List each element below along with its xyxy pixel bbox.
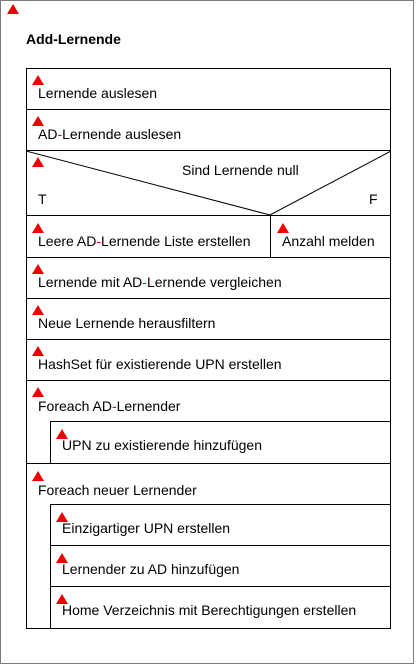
decision-false-label: F bbox=[369, 191, 378, 207]
warning-marker-icon bbox=[32, 471, 44, 481]
warning-marker-icon bbox=[277, 223, 289, 233]
warning-marker-icon bbox=[56, 429, 68, 439]
loop-body-step: UPN zu existierende hinzufügen bbox=[50, 421, 391, 464]
loop-body-step: Einzigartiger UPN erstellen bbox=[50, 504, 391, 546]
step-ad-lernende-auslesen: AD-Lernende auslesen bbox=[26, 109, 391, 151]
warning-marker-icon bbox=[32, 157, 44, 167]
branch-false-label: Anzahl melden bbox=[282, 233, 375, 249]
step-herausfiltern: Neue Lernende herausfiltern bbox=[26, 298, 391, 340]
branch-true: Leere AD-Lernende Liste erstellen bbox=[26, 215, 271, 258]
branch-false: Anzahl melden bbox=[270, 215, 391, 258]
step-label: AD-Lernende auslesen bbox=[38, 126, 182, 142]
warning-marker-icon bbox=[7, 4, 19, 14]
loop-label: Foreach neuer Lernender bbox=[38, 482, 197, 498]
step-lernende-auslesen: Lernende auslesen bbox=[26, 68, 391, 110]
warning-marker-icon bbox=[56, 512, 68, 522]
step-label: Lernende mit AD-Lernende vergleichen bbox=[38, 274, 282, 290]
step-hashset: HashSet für existierende UPN erstellen bbox=[26, 339, 391, 381]
step-label: Lernende auslesen bbox=[38, 85, 158, 101]
warning-marker-icon bbox=[32, 387, 44, 397]
warning-marker-icon bbox=[32, 346, 44, 356]
branch-true-label: Leere AD-Lernende Liste erstellen bbox=[38, 233, 251, 249]
loop-body-step: Lernender zu AD hinzufügen bbox=[50, 545, 391, 587]
diagram-title: Add-Lernende bbox=[26, 31, 121, 47]
loop-label: Foreach AD-Lernender bbox=[38, 398, 181, 414]
step-label: HashSet für existierende UPN erstellen bbox=[38, 356, 282, 372]
decision-diagonals bbox=[26, 151, 391, 215]
warning-marker-icon bbox=[32, 264, 44, 274]
step-label: Einzigartiger UPN erstellen bbox=[62, 520, 231, 536]
warning-marker-icon bbox=[56, 553, 68, 563]
loop-body-step: Home Verzeichnis mit Berechtigungen erst… bbox=[50, 586, 391, 629]
step-label: Lernender zu AD hinzufügen bbox=[62, 561, 240, 577]
warning-marker-icon bbox=[32, 116, 44, 126]
step-label: UPN zu existierende hinzufügen bbox=[62, 437, 263, 453]
step-label: Neue Lernende herausfiltern bbox=[38, 315, 216, 331]
warning-marker-icon bbox=[32, 223, 44, 233]
warning-marker-icon bbox=[32, 75, 44, 85]
warning-marker-icon bbox=[56, 594, 68, 604]
decision-true-label: T bbox=[38, 191, 47, 207]
step-vergleichen: Lernende mit AD-Lernende vergleichen bbox=[26, 257, 391, 299]
decision-question: Sind Lernende null bbox=[182, 162, 299, 178]
warning-marker-icon bbox=[32, 305, 44, 315]
step-label: Home Verzeichnis mit Berechtigungen erst… bbox=[62, 602, 357, 618]
